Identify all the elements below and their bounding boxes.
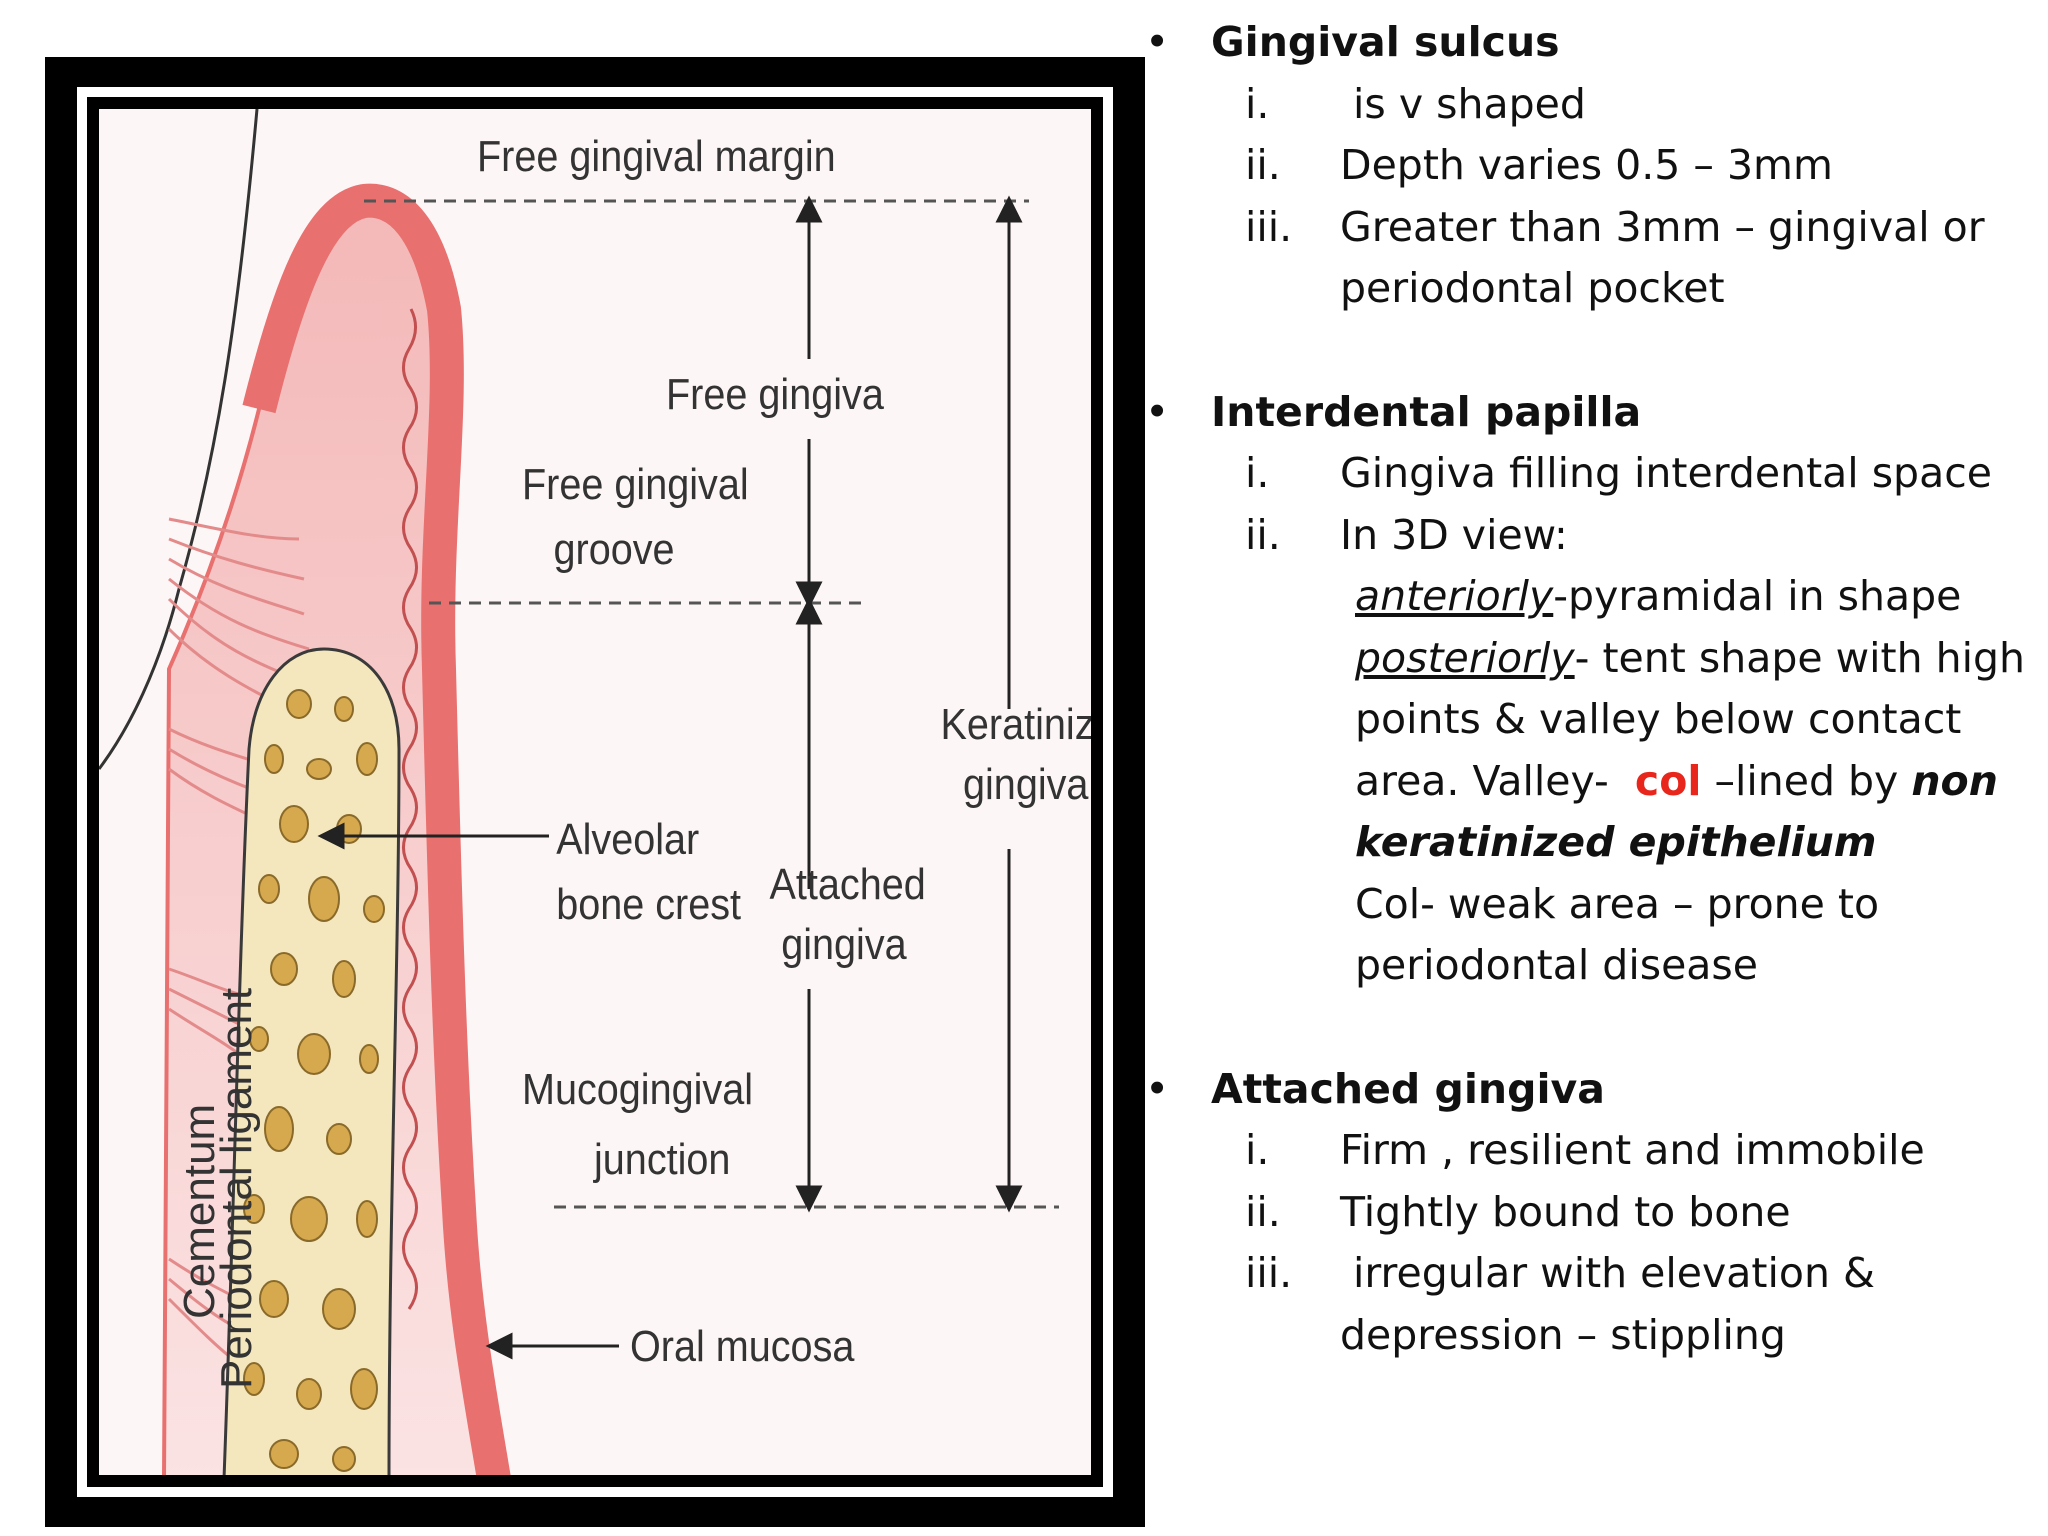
label-keratinized-gingiva-1: Keratinized	[941, 699, 1091, 748]
bullet: •	[1145, 18, 1170, 66]
section-heading: • Attached gingiva	[1135, 1059, 2035, 1121]
item-text: depression – stippling	[1340, 1310, 1786, 1359]
sub-line-keratinized: keratinized epithelium	[1355, 818, 1877, 866]
sub-line-posteriorly: posteriorly- tent shape with high	[1135, 628, 2035, 690]
notes-panel: • Gingival sulcus i. is v shaped ii. Dept…	[1135, 12, 2035, 1366]
label-alveolar-bone-crest-2: bone crest	[556, 879, 741, 928]
item-number: ii.	[1245, 1187, 1281, 1236]
item-number: i.	[1245, 1126, 1270, 1174]
sub-text: –lined by	[1701, 756, 1912, 805]
list-item: periodontal pocket	[1135, 258, 2035, 320]
item-text: Depth varies 0.5 – 3mm	[1340, 141, 1833, 189]
list-item: ii. In 3D view:	[1135, 505, 2035, 567]
sub-line-anteriorly: anteriorly-pyramidal in shape	[1135, 566, 2035, 628]
item-text: periodontal pocket	[1340, 264, 1725, 312]
item-number: ii.	[1245, 141, 1281, 189]
item-number: i.	[1245, 79, 1270, 128]
list-item: i. Gingiva filling interdental space	[1135, 443, 2035, 505]
label-mucogingival-junction-2: junction	[592, 1134, 730, 1183]
bullet: •	[1145, 1064, 1170, 1113]
tooth-outline	[99, 109, 259, 770]
bullet: •	[1145, 387, 1170, 436]
sub-text: - tent shape with high	[1574, 633, 2026, 682]
label-keratinized-gingiva-2: gingiva	[963, 759, 1089, 808]
list-item: iii. irregular with elevation &	[1135, 1243, 2035, 1305]
item-number: i.	[1245, 449, 1270, 497]
term-posteriorly: posteriorly	[1355, 633, 1575, 682]
term-col: col	[1634, 756, 1702, 805]
item-text: irregular with elevation &	[1340, 1249, 1875, 1297]
label-mucogingival-junction-1: Mucogingival	[522, 1064, 753, 1113]
gingiva-epithelium	[242, 183, 511, 1475]
item-number: iii.	[1245, 202, 1293, 251]
diagram-frame-inner: Free gingival margin Free gingiva Free g…	[87, 97, 1103, 1487]
gingiva-diagram: Free gingival margin Free gingiva Free g…	[99, 109, 1091, 1475]
label-free-gingiva: Free gingiva	[666, 369, 885, 418]
list-item: ii. Depth varies 0.5 – 3mm	[1135, 135, 2035, 197]
bone-marrow-spaces	[243, 689, 385, 1472]
label-cementum: Cementum	[175, 1104, 224, 1319]
gingiva-illustration: Free gingival margin Free gingiva Free g…	[99, 109, 1091, 1475]
item-text: In 3D view:	[1340, 510, 1568, 559]
label-oral-mucosa: Oral mucosa	[630, 1321, 855, 1370]
item-number: ii.	[1245, 510, 1281, 559]
item-text: Tightly bound to bone	[1340, 1187, 1791, 1236]
label-attached-gingiva-2: gingiva	[781, 919, 907, 968]
label-free-gingival-margin: Free gingival margin	[477, 131, 836, 180]
section-attached-gingiva: • Attached gingiva i. Firm , resilient an…	[1135, 1059, 2035, 1367]
label-free-gingival-groove-2: groove	[554, 524, 675, 573]
term-non: non	[1911, 756, 1998, 805]
sub-line: Col- weak area – prone to	[1355, 879, 1880, 928]
section-heading: • Interdental papilla	[1135, 382, 2035, 444]
list-item: ii. Tightly bound to bone	[1135, 1182, 2035, 1244]
list-item: iii. Greater than 3mm – gingival or	[1135, 197, 2035, 259]
measure-arrows	[795, 195, 1023, 1213]
item-text: Gingiva filling interdental space	[1340, 449, 1992, 497]
list-item: depression – stippling	[1135, 1305, 2035, 1367]
label-attached-gingiva-1: Attached	[770, 859, 926, 908]
term-anteriorly: anteriorly	[1355, 572, 1554, 620]
sub-line: points & valley below contact	[1355, 695, 1962, 743]
item-text: Firm , resilient and immobile	[1340, 1126, 1925, 1174]
list-item: i. is v shaped	[1135, 74, 2035, 136]
heading-text: Interdental papilla	[1211, 387, 1642, 436]
sub-text: -pyramidal in shape	[1553, 572, 1962, 620]
sub-line: periodontal disease	[1355, 941, 1759, 989]
label-free-gingival-groove-1: Free gingival	[522, 459, 749, 508]
sub-line-col: area. Valley- col –lined by non	[1135, 751, 2035, 813]
heading-text: Gingival sulcus	[1211, 18, 1560, 66]
diagram-frame-gap: Free gingival margin Free gingiva Free g…	[77, 87, 1113, 1497]
section-gingival-sulcus: • Gingival sulcus i. is v shaped ii. Dept…	[1135, 12, 2035, 320]
label-periodontal-ligament: Periodontal ligament	[212, 988, 261, 1389]
heading-text: Attached gingiva	[1211, 1064, 1605, 1113]
section-heading: • Gingival sulcus	[1135, 12, 2035, 74]
rete-ridges	[402, 308, 418, 1310]
list-item: i. Firm , resilient and immobile	[1135, 1120, 2035, 1182]
item-text: Greater than 3mm – gingival or	[1340, 202, 1985, 251]
label-alveolar-bone-crest-1: Alveolar	[556, 814, 699, 863]
sub-text: area. Valley-	[1355, 756, 1635, 805]
item-number: iii.	[1245, 1249, 1293, 1297]
item-text: is v shaped	[1340, 79, 1586, 128]
pointer-arrows	[317, 822, 619, 1360]
diagram-frame: Free gingival margin Free gingiva Free g…	[45, 57, 1145, 1527]
section-interdental-papilla: • Interdental papilla i. Gingiva filling …	[1135, 382, 2035, 997]
